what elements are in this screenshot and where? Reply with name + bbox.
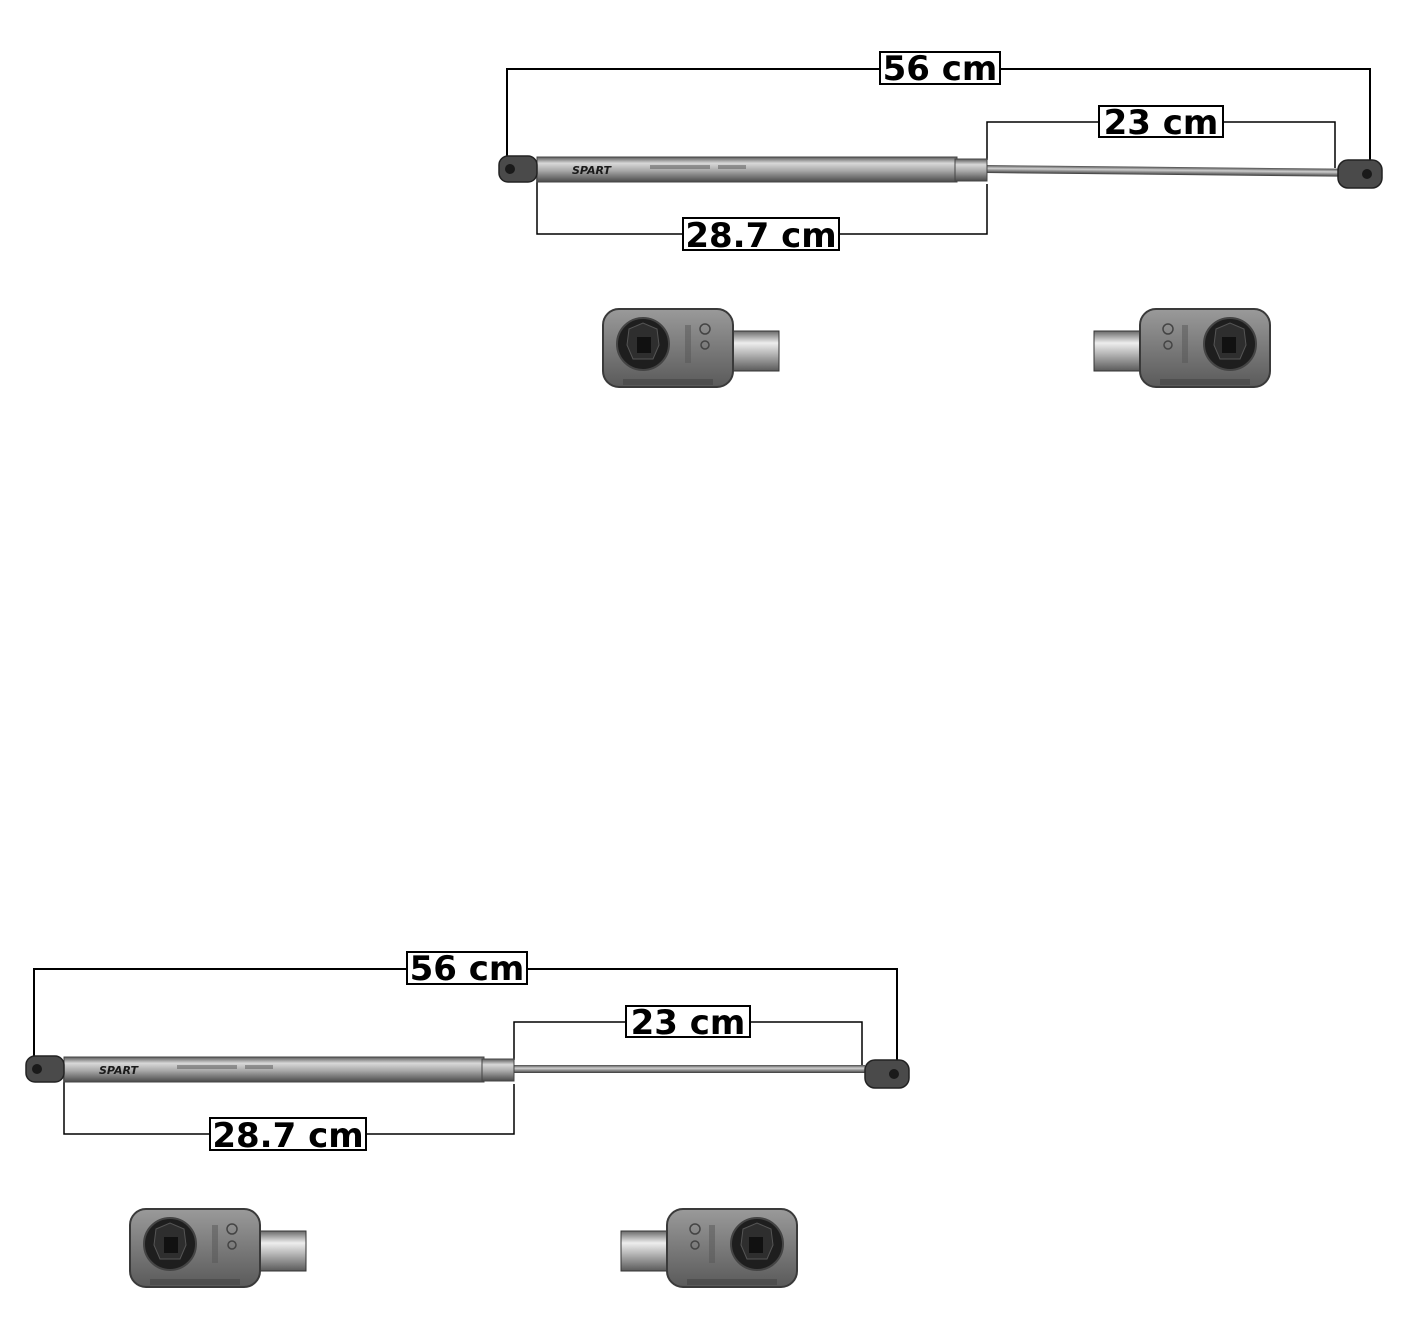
cylinder-cap [954, 158, 988, 182]
brand-label: SPART [99, 1064, 139, 1077]
gas-spring-top: SPART [498, 155, 1383, 189]
rod-dimension-label: 23 cm [1104, 103, 1219, 143]
gas-spring-bottom: SPART [25, 1055, 910, 1089]
body-dimension-box [209, 1117, 367, 1151]
ball-socket-end-fitting-icon [1337, 159, 1383, 189]
cylinder-cap [481, 1058, 515, 1082]
ball-socket-end-fitting-icon [498, 155, 538, 183]
ball-socket-end-fitting-icon [602, 308, 780, 388]
cylinder-body [536, 156, 958, 183]
ball-socket-end-fitting-icon [129, 1208, 307, 1288]
body-dimension-label: 28.7 cm [685, 216, 836, 256]
cylinder-body [63, 1056, 485, 1083]
ball-socket-end-fitting-icon [620, 1208, 798, 1288]
rod-dimension-box [1098, 105, 1224, 138]
ball-socket-end-fitting-icon [25, 1055, 65, 1083]
body-dimension-label: 28.7 cm [212, 1116, 363, 1156]
brand-label: SPART [572, 164, 612, 177]
ball-socket-end-fitting-icon [864, 1059, 910, 1089]
overall-dimension-label: 56 cm [410, 949, 525, 989]
overall-dimension-label: 56 cm [883, 49, 998, 89]
ball-socket-end-fitting-icon [1093, 308, 1271, 388]
piston-rod [513, 1065, 865, 1073]
overall-dimension-box [406, 951, 528, 985]
rod-dimension-label: 23 cm [631, 1003, 746, 1043]
gas-spring-diagram-top: 56 cm 23 cm 28.7 cm SPART [498, 49, 1383, 388]
body-dimension-box [682, 217, 840, 251]
rod-dimension-box [625, 1005, 751, 1038]
piston-rod [985, 165, 1339, 177]
overall-dimension-box [879, 51, 1001, 85]
gas-spring-diagram-bottom: 56 cm 23 cm 28.7 cm SPART [25, 949, 910, 1288]
